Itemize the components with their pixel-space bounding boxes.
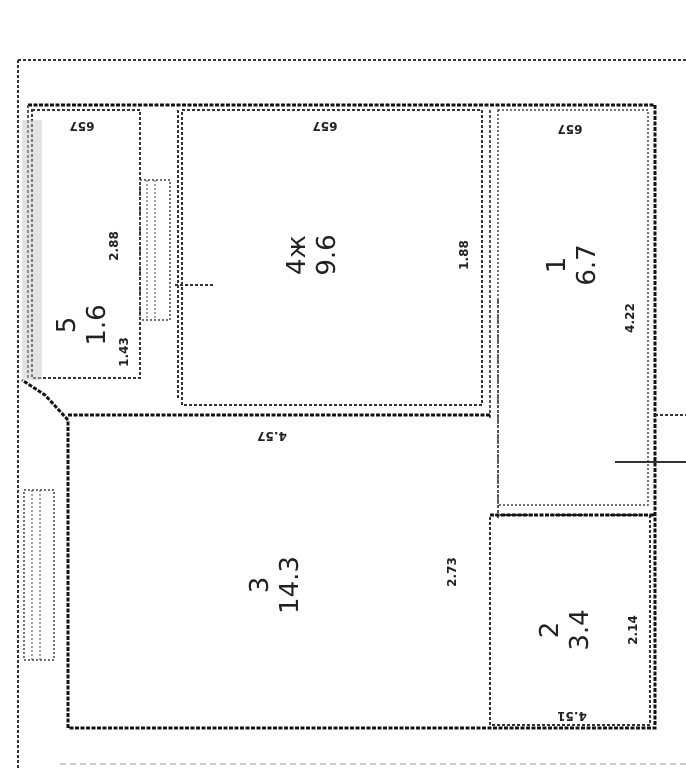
dim-r4-length: 1.88 bbox=[457, 240, 471, 270]
room-2-area: 3.4 bbox=[565, 609, 595, 650]
outer-boundary bbox=[17, 59, 686, 768]
room-1-number: 1 bbox=[542, 257, 572, 274]
dim-r1-width: 657 bbox=[557, 122, 582, 136]
room-3-number: 3 bbox=[245, 577, 275, 594]
entrance-door bbox=[23, 489, 55, 661]
dim-r2-width: 4.51 bbox=[557, 709, 587, 723]
left-edge-blur bbox=[22, 120, 42, 380]
room-4-number: 4ж bbox=[282, 235, 312, 275]
dim-r5-small: 1.43 bbox=[117, 337, 131, 367]
dim-r4-width: 657 bbox=[312, 119, 337, 133]
bath-fixture bbox=[139, 179, 171, 321]
dim-r2-length: 2.14 bbox=[626, 615, 640, 645]
apartment-outline bbox=[21, 103, 657, 730]
room-3-area: 14.3 bbox=[275, 556, 305, 614]
room-4-outline bbox=[181, 109, 483, 406]
dim-r3-width: 4.57 bbox=[257, 429, 287, 443]
room-1-area: 6.7 bbox=[572, 244, 602, 285]
room-4-area: 9.6 bbox=[312, 234, 342, 275]
dim-r5-length: 2.88 bbox=[107, 231, 121, 261]
room-5-number: 5 bbox=[52, 317, 82, 334]
room-2-number: 2 bbox=[535, 622, 565, 639]
room-5-area: 1.6 bbox=[82, 304, 112, 345]
dim-r5-width: 657 bbox=[69, 119, 94, 133]
dim-r1-length: 4.22 bbox=[623, 303, 637, 333]
dim-r3-length: 2.73 bbox=[445, 557, 459, 587]
